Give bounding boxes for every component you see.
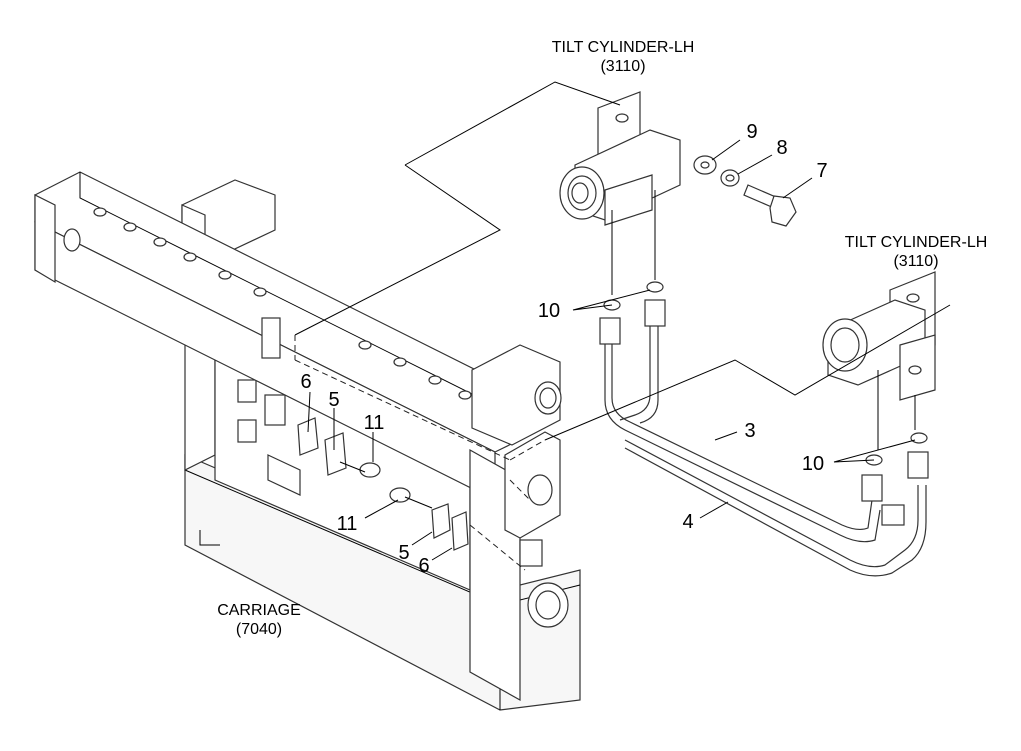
callout-6-upper: 6 [300,371,311,393]
tilt-cylinder-top-name: TILT CYLINDER-LH [552,39,695,56]
tilt-cylinder-right [822,271,936,401]
callout-5-upper: 5 [328,389,339,411]
text-labels: TILT CYLINDER-LH (3110) TILT CYLINDER-LH… [217,39,987,638]
callout-numbers: 9 8 7 10 10 3 4 6 5 11 11 5 6 [300,121,827,577]
callout-10-right: 10 [802,453,824,475]
tilt-cylinder-right-name: TILT CYLINDER-LH [845,234,988,251]
leader-lines [307,139,916,561]
tilt-cylinder-right-code: (3110) [893,253,938,270]
reference-lines [294,81,951,571]
callout-5-lower: 5 [398,542,409,564]
hoses [599,281,929,577]
callout-10-top: 10 [538,300,560,322]
callout-4: 4 [682,511,693,533]
callout-6-lower: 6 [418,555,429,577]
callout-7: 7 [816,160,827,182]
callout-8: 8 [776,137,787,159]
carriage-frame [34,171,581,711]
clamp-hardware [297,417,469,551]
callout-11-upper: 11 [364,412,385,434]
carriage-code: (7040) [236,621,282,638]
callout-11-lower: 11 [337,513,358,535]
carriage-name: CARRIAGE [217,602,301,619]
hardware-top [693,155,797,227]
tilt-cylinder-top-code: (3110) [600,58,645,75]
tilt-cylinder-top [559,91,681,226]
callout-9: 9 [746,121,757,143]
callout-3: 3 [744,420,755,442]
